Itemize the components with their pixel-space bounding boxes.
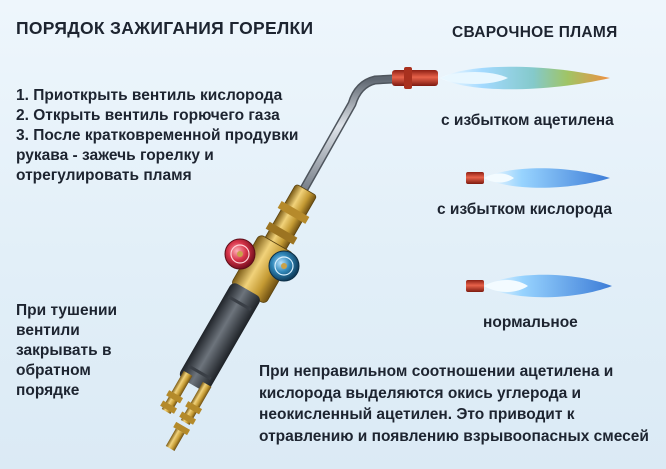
flame-icon (466, 168, 610, 188)
step-1: 1. Приоткрыть вентиль кислорода (16, 87, 283, 104)
flame-icon (466, 274, 612, 298)
page-title: ПОРЯДОК ЗАЖИГАНИЯ ГОРЕЛКИ (16, 18, 314, 38)
warning-note: При неправильном соотношении ацетилена и… (259, 363, 649, 445)
flame-label-excess-oxygen: с избытком кислорода (437, 201, 612, 218)
nozzle-icon (392, 67, 438, 89)
flame-icon (440, 66, 610, 90)
ignition-steps: 1. Приоткрыть вентиль кислорода 2. Откры… (16, 86, 336, 186)
oxygen-valve-icon (224, 238, 256, 270)
step-2: 2. Открыть вентиль горючего газа (16, 107, 280, 124)
flame-section-title: СВАРОЧНОЕ ПЛАМЯ (452, 24, 618, 41)
step-3: 3. После кратковременной продувки рукава… (16, 127, 299, 184)
flame-label-normal: нормальное (483, 314, 578, 331)
gas-valve-icon (268, 250, 300, 282)
flame-label-excess-acetylene: с избытком ацетилена (441, 112, 614, 129)
extinguish-note: При тушении вентили закрывать в обратном… (16, 302, 117, 399)
